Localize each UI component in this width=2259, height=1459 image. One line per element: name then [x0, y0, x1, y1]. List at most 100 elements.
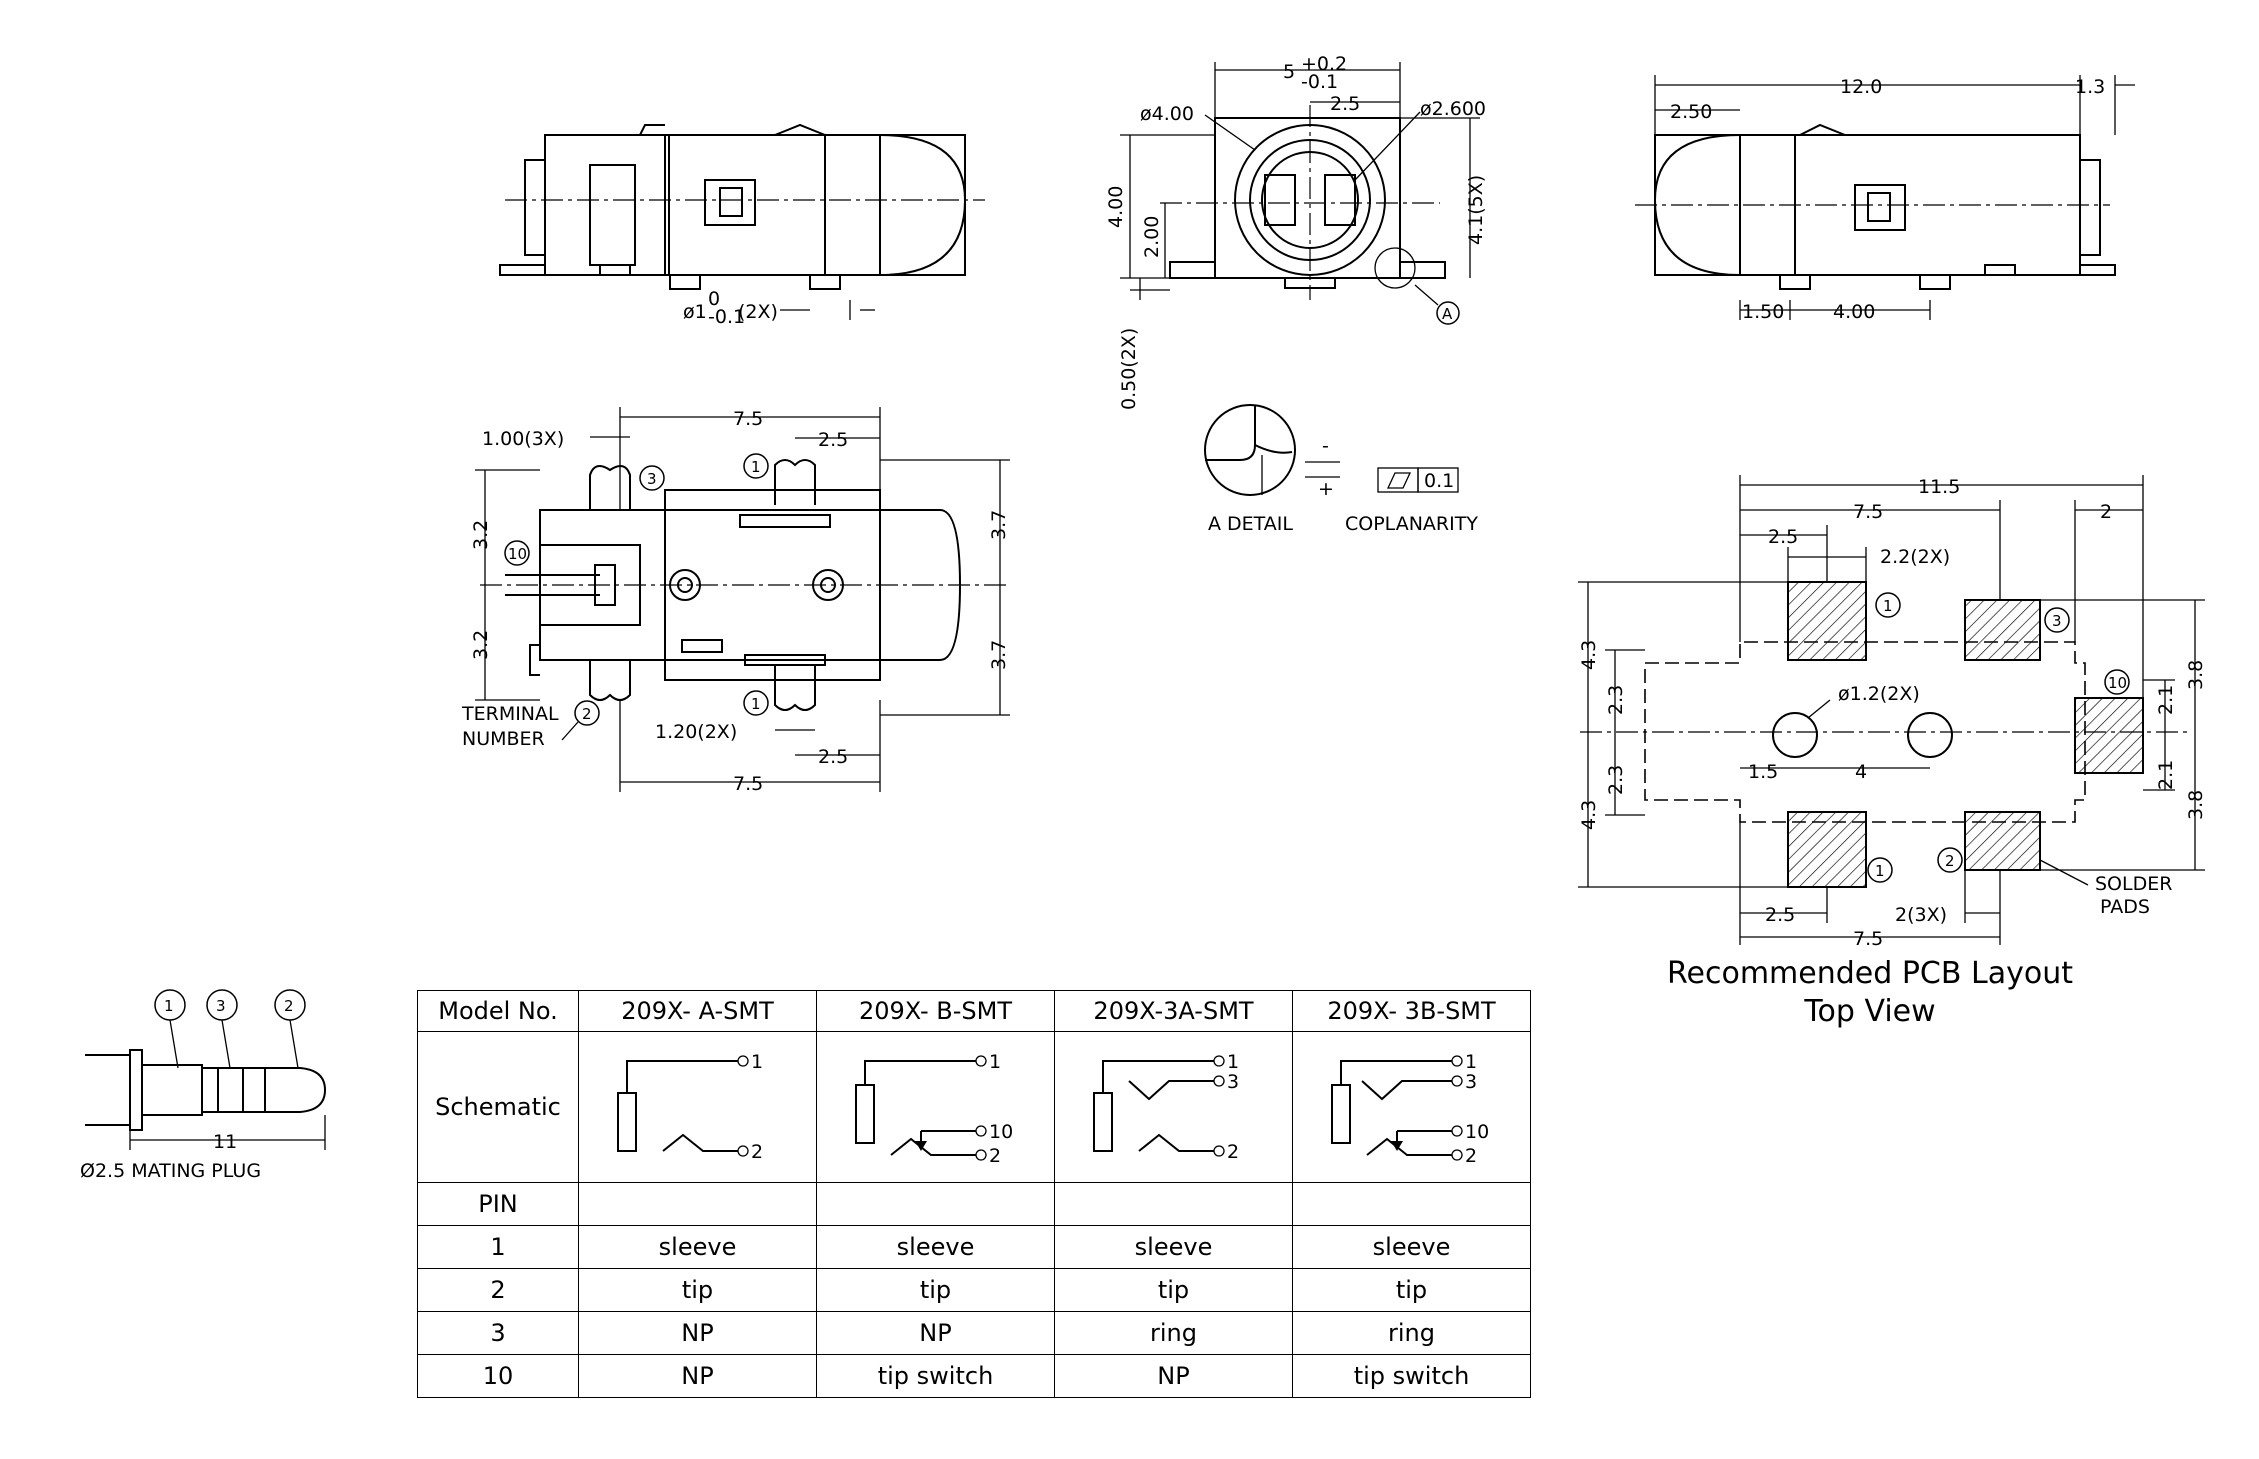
schematic-label: Schematic: [417, 1031, 579, 1183]
header-model-3b: 209X- 3B-SMT: [1292, 990, 1531, 1032]
schematic-a: 1 2: [616, 1051, 763, 1163]
svg-text:2.5: 2.5: [818, 746, 848, 768]
svg-text:2.1: 2.1: [2155, 685, 2177, 715]
svg-text:3: 3: [1227, 1071, 1239, 1093]
solder-pad-label: SOLDER: [2095, 873, 2172, 895]
svg-text:2: 2: [751, 1141, 763, 1163]
svg-text:2: 2: [582, 705, 592, 723]
svg-text:3.7: 3.7: [988, 640, 1010, 670]
schematic-3a: 1 3 2: [1092, 1051, 1239, 1163]
front-view: A 5 +0.2 -0.1 2.5 ø4.00 ø2.600 4.00 2.00…: [1105, 53, 1487, 410]
svg-text:1: 1: [751, 695, 761, 713]
header-model-3a: 209X-3A-SMT: [1054, 990, 1293, 1032]
svg-text:7.5: 7.5: [1853, 501, 1883, 523]
side-left-dia: ø1: [683, 301, 707, 323]
detail-caption: A DETAIL: [1208, 513, 1293, 535]
svg-text:ø4.00: ø4.00: [1140, 103, 1194, 125]
svg-text:12.0: 12.0: [1840, 76, 1882, 98]
plug-caption: Ø2.5 MATING PLUG: [80, 1160, 261, 1182]
svg-text:+0.2: +0.2: [1301, 53, 1347, 75]
svg-text:2: 2: [1465, 1145, 1477, 1167]
svg-text:1: 1: [1875, 862, 1885, 880]
svg-text:1: 1: [164, 997, 174, 1015]
svg-text:3.2: 3.2: [470, 520, 492, 550]
svg-text:1.5: 1.5: [1748, 761, 1778, 783]
svg-text:3: 3: [216, 997, 226, 1015]
svg-text:1.50: 1.50: [1742, 301, 1784, 323]
svg-text:2: 2: [1945, 852, 1955, 870]
svg-text:0.50(2X): 0.50(2X): [1118, 328, 1140, 410]
schematic-b: 1 10 2: [854, 1051, 1013, 1167]
svg-text:4.3: 4.3: [1578, 800, 1600, 830]
svg-text:1.00(3X): 1.00(3X): [482, 428, 564, 450]
solder-pad-3: [1964, 599, 2041, 661]
svg-text:7.5: 7.5: [733, 773, 763, 795]
header-model-a: 209X- A-SMT: [578, 990, 817, 1032]
detail-ref-a: A: [1442, 305, 1453, 323]
svg-text:ø1.2(2X): ø1.2(2X): [1838, 683, 1920, 705]
schematic-cell-3b: 1 3 10 2: [1292, 1031, 1531, 1183]
svg-text:7.5: 7.5: [733, 408, 763, 430]
svg-text:2: 2: [1227, 1141, 1239, 1163]
schematic-cell-3a: 1 3 2: [1054, 1031, 1293, 1183]
svg-text:3.8: 3.8: [2185, 660, 2207, 690]
table-row: 3 NP NP ring ring: [417, 1311, 1531, 1355]
svg-text:1: 1: [751, 1051, 763, 1073]
svg-text:2.1: 2.1: [2155, 760, 2177, 790]
svg-text:1: 1: [1465, 1051, 1477, 1073]
svg-text:(2X): (2X): [738, 301, 778, 323]
svg-text:10: 10: [989, 1121, 1013, 1143]
svg-text:PADS: PADS: [2100, 896, 2150, 918]
svg-text:1.3: 1.3: [2075, 76, 2105, 98]
svg-text:2(3X): 2(3X): [1895, 904, 1947, 926]
svg-text:NUMBER: NUMBER: [462, 728, 545, 750]
svg-text:4: 4: [1855, 761, 1867, 783]
svg-text:3.8: 3.8: [2185, 790, 2207, 820]
table-schematic-row: Schematic 1 2 1 10: [417, 1031, 1531, 1183]
svg-text:+: +: [1318, 478, 1334, 500]
svg-text:2.3: 2.3: [1605, 685, 1627, 715]
table-header-row: Model No. 209X- A-SMT 209X- B-SMT 209X-3…: [417, 990, 1531, 1032]
schematic-cell-a: 1 2: [578, 1031, 817, 1183]
solder-pad-2: [1964, 811, 2041, 871]
svg-text:1: 1: [989, 1051, 1001, 1073]
pcb-caption: Recommended PCB Layout Top View: [1590, 955, 2150, 1031]
table-pin-header-row: PIN: [417, 1182, 1531, 1226]
coplanarity-label: COPLANARITY: [1345, 513, 1478, 535]
a-detail: A DETAIL - + 0.1 COPLANARITY: [1204, 404, 1478, 535]
svg-text:2.50: 2.50: [1670, 101, 1712, 123]
model-spec-table: Model No. 209X- A-SMT 209X- B-SMT 209X-3…: [417, 990, 1531, 1398]
pcb-layout: 1 3 10 1 2 SOLDER PADS 11.5 7.5 2 2.5 2.…: [1578, 475, 2207, 950]
pin-header: PIN: [417, 1182, 579, 1226]
svg-text:4.1(5X): 4.1(5X): [1465, 175, 1487, 245]
svg-text:4.3: 4.3: [1578, 640, 1600, 670]
svg-text:2.00: 2.00: [1141, 216, 1163, 258]
svg-text:2.5: 2.5: [818, 429, 848, 451]
solder-pad-10: [2074, 697, 2144, 774]
top-view: 3 1 10 1 2 TERMINAL NUMBER 7.5 2.5 1.00(…: [461, 407, 1010, 795]
mating-plug: 1 3 2 11 Ø2.5 MATING PLUG: [80, 989, 327, 1182]
svg-text:11: 11: [213, 1131, 237, 1153]
solder-pad-1-top: [1787, 581, 1867, 661]
svg-text:-: -: [1322, 435, 1329, 457]
svg-text:10: 10: [2108, 674, 2127, 692]
svg-text:2.5: 2.5: [1330, 93, 1360, 115]
svg-text:3.2: 3.2: [470, 630, 492, 660]
svg-text:3: 3: [2052, 612, 2062, 630]
svg-text:10: 10: [508, 545, 527, 563]
svg-text:4.00: 4.00: [1833, 301, 1875, 323]
svg-text:4.00: 4.00: [1105, 186, 1127, 228]
svg-text:2: 2: [2100, 501, 2112, 523]
svg-text:3: 3: [1465, 1071, 1477, 1093]
svg-text:2: 2: [284, 997, 294, 1015]
svg-text:-0.1: -0.1: [708, 306, 745, 328]
svg-text:11.5: 11.5: [1918, 476, 1960, 498]
svg-text:7.5: 7.5: [1853, 928, 1883, 950]
svg-text:3: 3: [647, 470, 657, 488]
terminal-label: TERMINAL: [461, 703, 559, 725]
schematic-3b: 1 3 10 2: [1330, 1051, 1489, 1167]
svg-text:10: 10: [1465, 1121, 1489, 1143]
svg-text:1.20(2X): 1.20(2X): [655, 721, 737, 743]
table-row: 1 sleeve sleeve sleeve sleeve: [417, 1225, 1531, 1269]
